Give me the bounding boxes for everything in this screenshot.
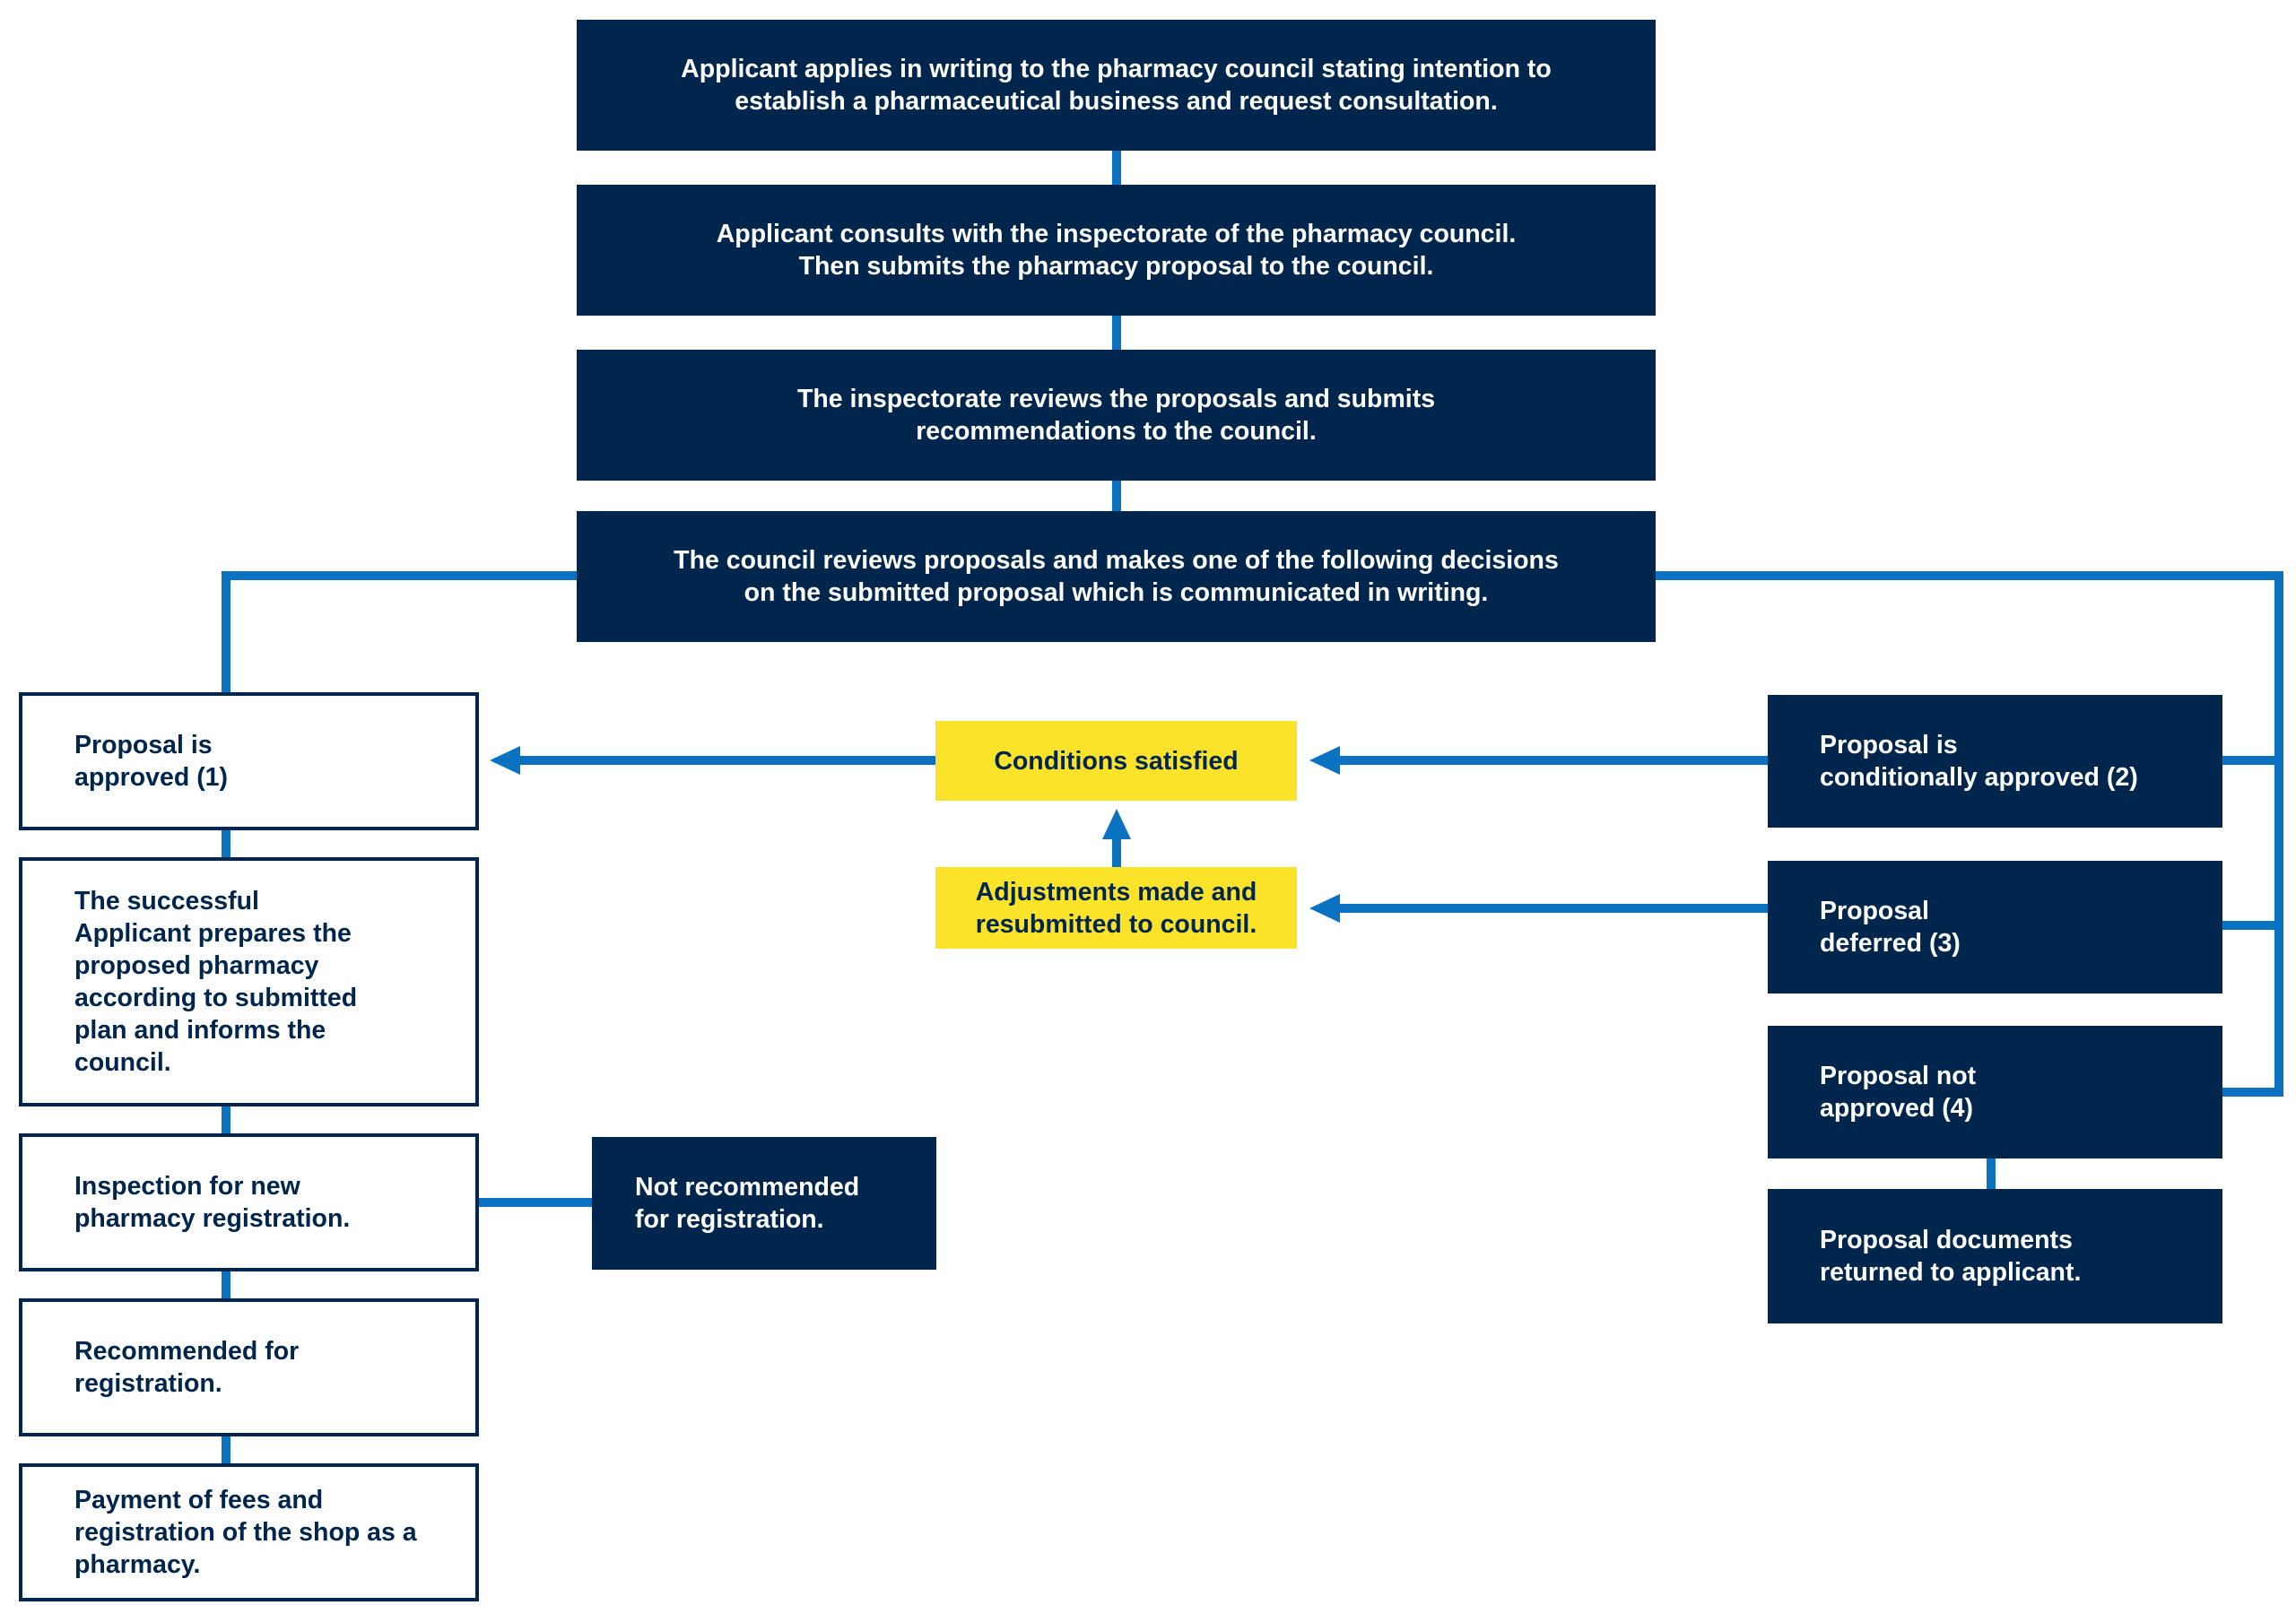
connector-council-approved <box>222 571 577 692</box>
step-apply: Applicant applies in writing to the phar… <box>577 20 1656 151</box>
step-inspectorate-review: The inspectorate reviews the proposals a… <box>577 350 1656 481</box>
not-approved-box: Proposal not approved (4) <box>1768 1026 2222 1158</box>
recommended-text: Recommended for registration. <box>74 1337 300 1398</box>
conditional-approval-text: Proposal is conditionally approved (2) <box>1820 731 2138 792</box>
documents-returned-text: Proposal documents returned to applicant… <box>1820 1226 2082 1287</box>
step-consult: Applicant consults with the inspectorate… <box>577 185 1656 316</box>
step-consult-text: Applicant consults with the inspectorate… <box>716 220 1517 281</box>
inspection-text: Inspection for new pharmacy registration… <box>74 1172 351 1233</box>
conditional-approval-box: Proposal is conditionally approved (2) <box>1768 695 2222 828</box>
connector-council-decisions <box>1656 571 2283 1097</box>
step-council-review-text: The council reviews proposals and makes … <box>674 546 1559 607</box>
payment-box: Payment of fees and registration of the … <box>19 1463 479 1601</box>
applicant-prepares-text: The successful Applicant prepares the pr… <box>74 887 358 1077</box>
adjustments-text: Adjustments made and resubmitted to coun… <box>975 877 1257 939</box>
adjustments-box: Adjustments made and resubmitted to coun… <box>935 867 1297 949</box>
step-inspectorate-review-text: The inspectorate reviews the proposals a… <box>796 385 1436 446</box>
payment-text: Payment of fees and registration of the … <box>74 1486 417 1579</box>
step-apply-text: Applicant applies in writing to the phar… <box>681 55 1552 116</box>
inspection-box: Inspection for new pharmacy registration… <box>19 1133 479 1271</box>
deferred-box: Proposal deferred (3) <box>1768 861 2222 994</box>
applicant-prepares-box: The successful Applicant prepares the pr… <box>19 857 479 1106</box>
not-recommended-box: Not recommended for registration. <box>592 1137 936 1270</box>
proposal-approved-box: Proposal is approved (1) <box>19 692 479 830</box>
step-council-review: The council reviews proposals and makes … <box>577 511 1656 642</box>
documents-returned-box: Proposal documents returned to applicant… <box>1768 1189 2222 1323</box>
arrowhead-adjustments <box>1309 894 1340 923</box>
conditions-satisfied-text: Conditions satisfied <box>994 746 1239 776</box>
arrowhead-up-conditions <box>1102 809 1131 839</box>
deferred-text: Proposal deferred (3) <box>1820 897 1961 958</box>
proposal-approved-text: Proposal is approved (1) <box>74 731 229 792</box>
arrowhead-approved <box>490 746 520 775</box>
not-approved-text: Proposal not approved (4) <box>1820 1062 1977 1123</box>
not-recommended-text: Not recommended for registration. <box>635 1173 860 1234</box>
conditions-satisfied-box: Conditions satisfied <box>935 721 1297 801</box>
recommended-box: Recommended for registration. <box>19 1298 479 1436</box>
arrowhead-conditions <box>1309 746 1340 775</box>
